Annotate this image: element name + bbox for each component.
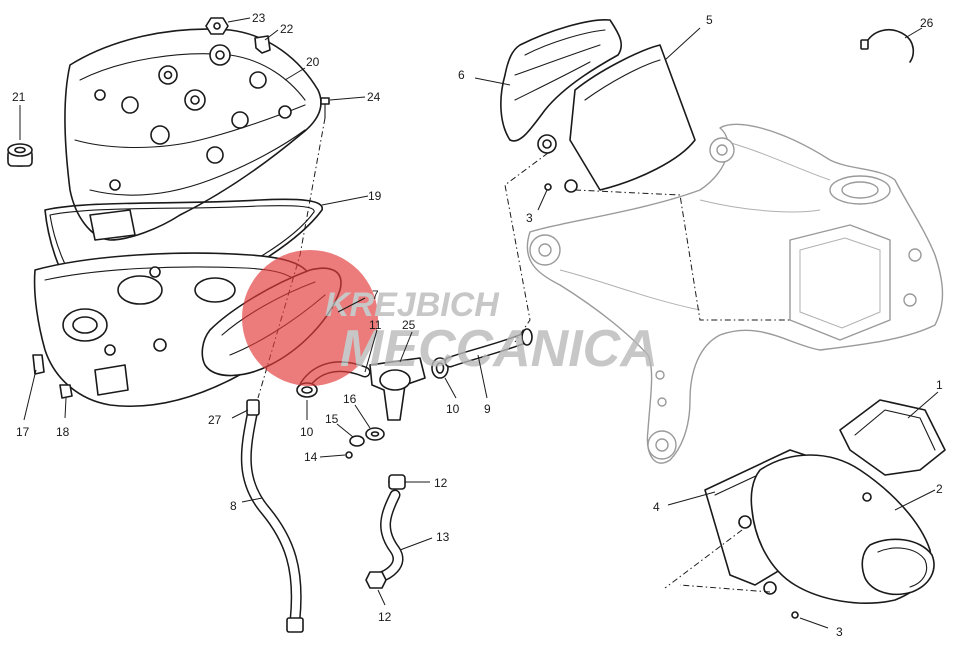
- watermark-line1: KREJBICH: [325, 286, 500, 324]
- callout-6: 6: [458, 68, 465, 82]
- callout-7: 7: [372, 288, 379, 302]
- callout-19: 19: [368, 189, 382, 203]
- watermark: KREJBICH MECCANICA: [242, 250, 658, 386]
- air-duct-lower: [704, 399, 946, 619]
- watermark-line2: MECCANICA: [340, 320, 658, 378]
- callout-25: 25: [402, 318, 416, 332]
- callout-1: 1: [936, 378, 943, 392]
- callout-3b: 3: [836, 625, 843, 639]
- main-frame: [526, 123, 944, 464]
- callout-23: 23: [252, 11, 266, 25]
- callout-22: 22: [280, 22, 294, 36]
- callout-20: 20: [306, 55, 320, 69]
- airbox-cover: [64, 28, 322, 241]
- callout-24: 24: [367, 90, 381, 104]
- callout-4: 4: [653, 500, 660, 514]
- callout-9: 9: [484, 402, 491, 416]
- callout-12b: 12: [378, 610, 392, 624]
- callout-21: 21: [12, 90, 26, 104]
- hose-clip-26: [860, 29, 915, 63]
- watermark-circle: [242, 250, 378, 386]
- drain-hose-left: [240, 399, 304, 633]
- leader-lines: [19, 17, 939, 629]
- callout-13: 13: [436, 530, 450, 544]
- callout-12a: 12: [434, 476, 448, 490]
- air-duct-upper: [500, 19, 696, 193]
- callout-labels: 1 2 3 3 4 5 6 7 8 9 10 10 11 12 12 13 14…: [12, 11, 943, 639]
- callout-26: 26: [920, 16, 934, 30]
- callout-15: 15: [325, 412, 339, 426]
- callout-8: 8: [230, 499, 237, 513]
- callout-18: 18: [56, 425, 70, 439]
- callout-5: 5: [706, 13, 713, 27]
- callout-3a: 3: [526, 211, 533, 225]
- callout-14: 14: [304, 450, 318, 464]
- callout-10a: 10: [300, 425, 314, 439]
- callout-27: 27: [208, 413, 222, 427]
- callout-11: 11: [369, 318, 382, 332]
- callout-10b: 10: [446, 402, 460, 416]
- callout-16: 16: [343, 392, 357, 406]
- callout-17: 17: [16, 425, 30, 439]
- drain-assembly-center: [296, 328, 533, 589]
- fasteners-left: [7, 17, 330, 399]
- callout-2: 2: [936, 482, 943, 496]
